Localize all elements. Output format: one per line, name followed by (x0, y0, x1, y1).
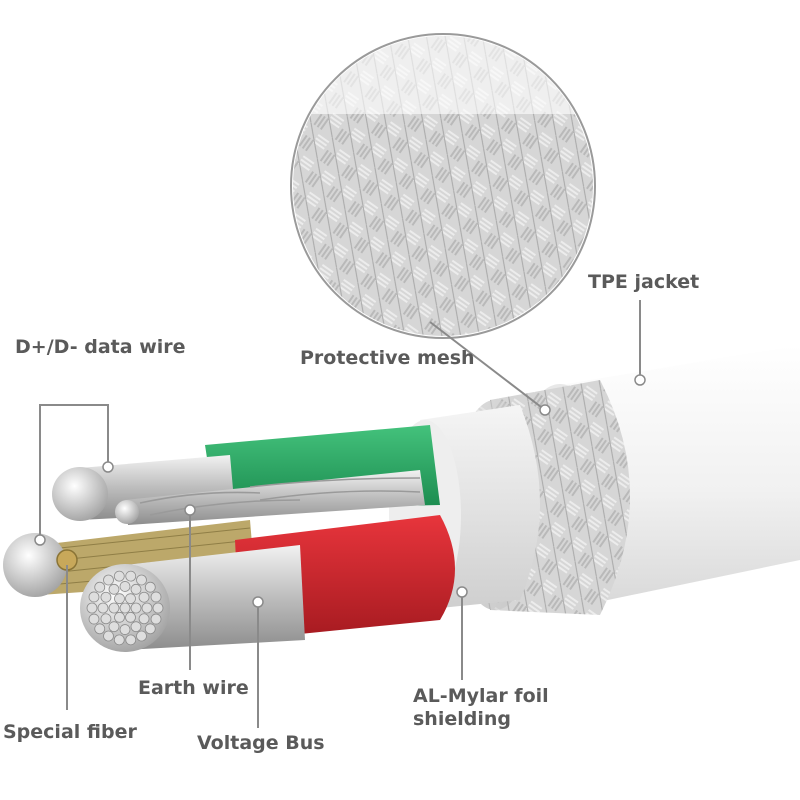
voltage-bus-strand (125, 634, 137, 646)
earth-wire-label: Earth wire (138, 677, 249, 699)
voltage-bus-strand (119, 581, 131, 592)
voltage-bus-strand (114, 593, 125, 605)
voltage-bus-strand (103, 574, 114, 586)
mylar-label-line2: shielding (413, 708, 511, 730)
voltage-bus-strand (94, 623, 106, 635)
voltage-bus-strand (150, 613, 162, 625)
upper-data-wire-end (52, 467, 108, 521)
voltage-bus-strand (125, 570, 137, 582)
voltage-bus-strand (114, 611, 125, 623)
earth-wire-end (115, 500, 139, 524)
voltage-bus-strand (138, 613, 150, 625)
voltage-bus-strand (88, 591, 100, 603)
voltage-bus-strand (108, 602, 120, 614)
voltage-bus-strand (150, 591, 162, 603)
voltage-bus-wire (125, 545, 305, 650)
voltage-bus-strand (100, 613, 112, 625)
protective-mesh-label: Protective mesh (300, 347, 475, 369)
voltage-bus-label: Voltage Bus (197, 732, 325, 754)
data-wire-label: D+/D- data wire (15, 336, 186, 358)
data-wire-leader (39, 404, 109, 540)
voltage-bus-strand (108, 621, 120, 633)
mylar-label-line1: AL-Mylar foil (413, 685, 549, 707)
voltage-bus-strand (119, 624, 131, 635)
voltage-bus-strand (103, 630, 114, 642)
voltage-bus-strand (138, 591, 150, 603)
voltage-bus-strand (141, 602, 153, 614)
voltage-bus-strand (152, 602, 164, 614)
special-fiber-label: Special fiber (3, 721, 137, 743)
voltage-bus-strand (136, 630, 147, 642)
voltage-bus-strand (130, 602, 142, 614)
voltage-bus-strand (144, 581, 156, 593)
voltage-bus-strand (125, 611, 136, 623)
voltage-bus-strand (100, 591, 112, 603)
lower-data-wire-end (3, 533, 67, 597)
tpe-jacket-label: TPE jacket (588, 271, 700, 293)
voltage-bus-strand (144, 623, 156, 635)
voltage-bus-strand (88, 613, 100, 625)
voltage-bus-strand (97, 602, 109, 614)
voltage-bus-strand (108, 583, 120, 595)
voltage-bus-strand (113, 570, 125, 582)
voltage-bus-strand (94, 581, 106, 593)
voltage-bus-strand (130, 621, 142, 633)
voltage-bus-strand (113, 634, 125, 646)
voltage-bus-strand (125, 593, 136, 605)
voltage-bus-strand (130, 583, 142, 595)
mesh-zoom-leader (429, 321, 546, 411)
voltage-bus-strand (136, 574, 147, 586)
voltage-bus-strand (86, 602, 98, 614)
voltage-bus-strand (119, 602, 131, 614)
